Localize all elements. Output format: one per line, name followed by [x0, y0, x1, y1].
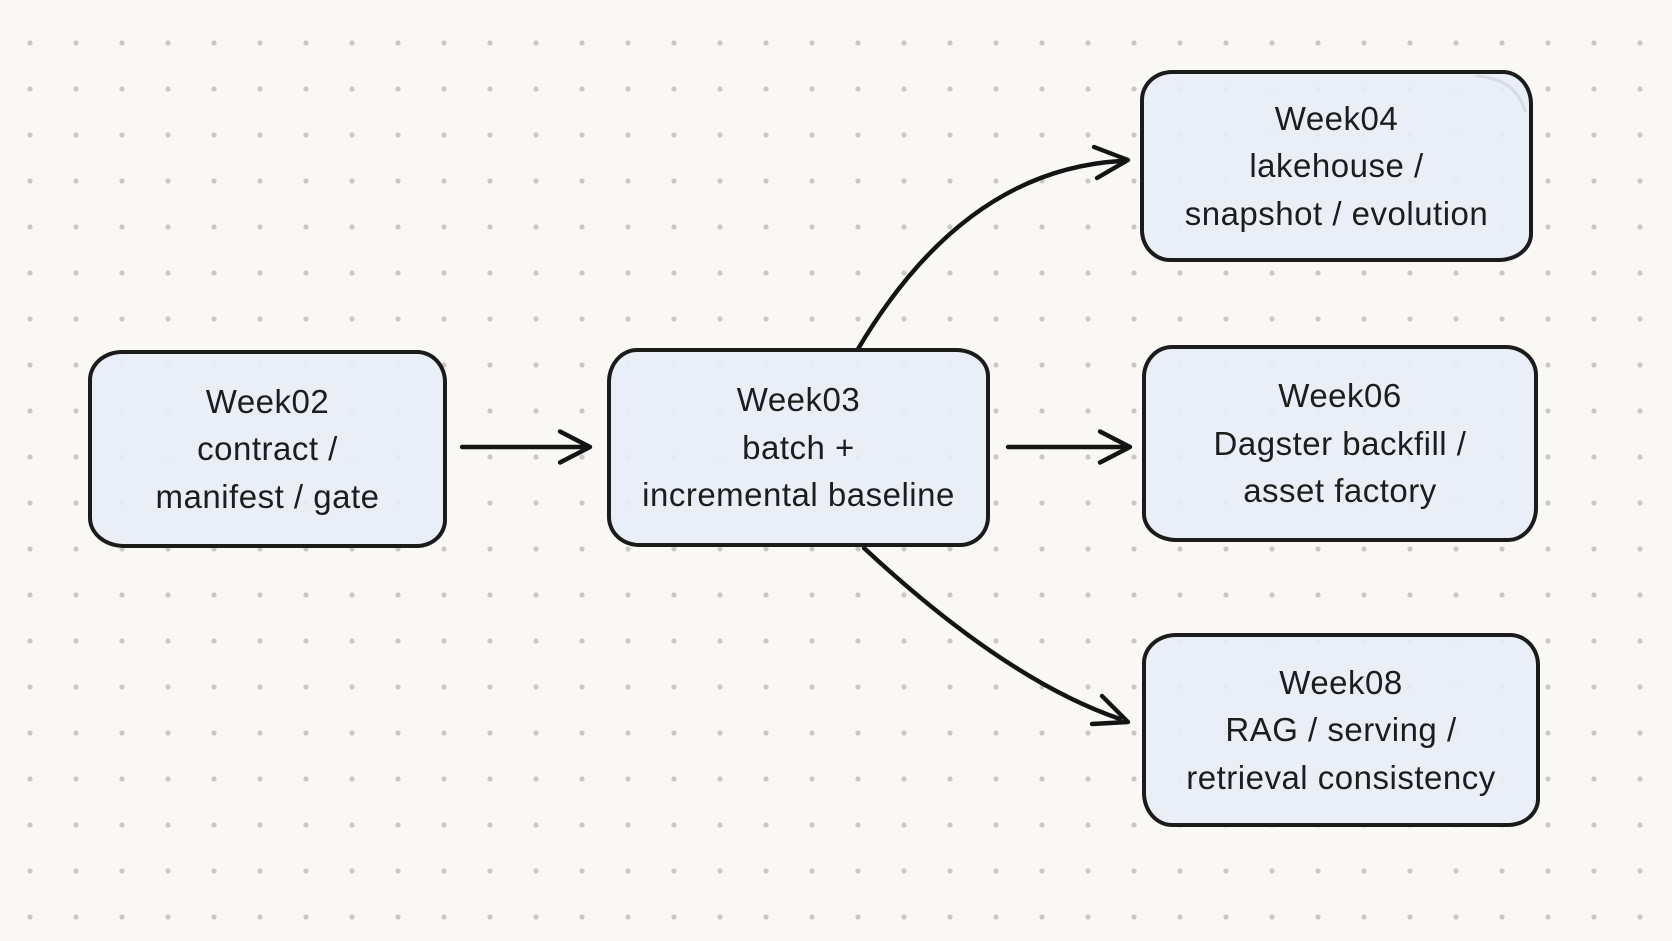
node-week02-title: Week02 — [205, 382, 330, 420]
arrow-week03-to-week04 — [855, 144, 1131, 352]
node-week04: Week04 lakehouse / snapshot / evolution — [1140, 70, 1533, 262]
node-week04-line2: lakehouse / — [1249, 147, 1424, 185]
node-week08-line2: RAG / serving / — [1225, 711, 1457, 749]
node-week02-line3: manifest / gate — [155, 477, 380, 515]
node-week06-title: Week06 — [1278, 377, 1402, 415]
node-week02: Week02 contract / manifest / gate — [88, 350, 447, 548]
node-week08-title: Week08 — [1279, 663, 1403, 701]
node-week02-line2: contract / — [197, 430, 338, 468]
node-week04-title: Week04 — [1274, 99, 1399, 137]
arrow-week03-to-week06 — [1005, 429, 1133, 465]
node-week06-line3: asset factory — [1243, 472, 1437, 510]
arrow-week03-to-week08 — [861, 545, 1131, 727]
node-week03-line2: batch + — [742, 428, 855, 466]
arrow-week02-to-week03 — [459, 429, 593, 465]
node-week06-line2: Dagster backfill / — [1213, 424, 1467, 462]
node-week03-line3: incremental baseline — [642, 476, 955, 514]
node-week08-line3: retrieval consistency — [1186, 758, 1496, 796]
node-week03-title: Week03 — [736, 381, 861, 419]
node-week06: Week06 Dagster backfill / asset factory — [1142, 345, 1538, 542]
node-week08: Week08 RAG / serving / retrieval consist… — [1142, 633, 1540, 827]
node-week04-line3: snapshot / evolution — [1184, 194, 1489, 232]
node-week03: Week03 batch + incremental baseline — [607, 348, 990, 547]
